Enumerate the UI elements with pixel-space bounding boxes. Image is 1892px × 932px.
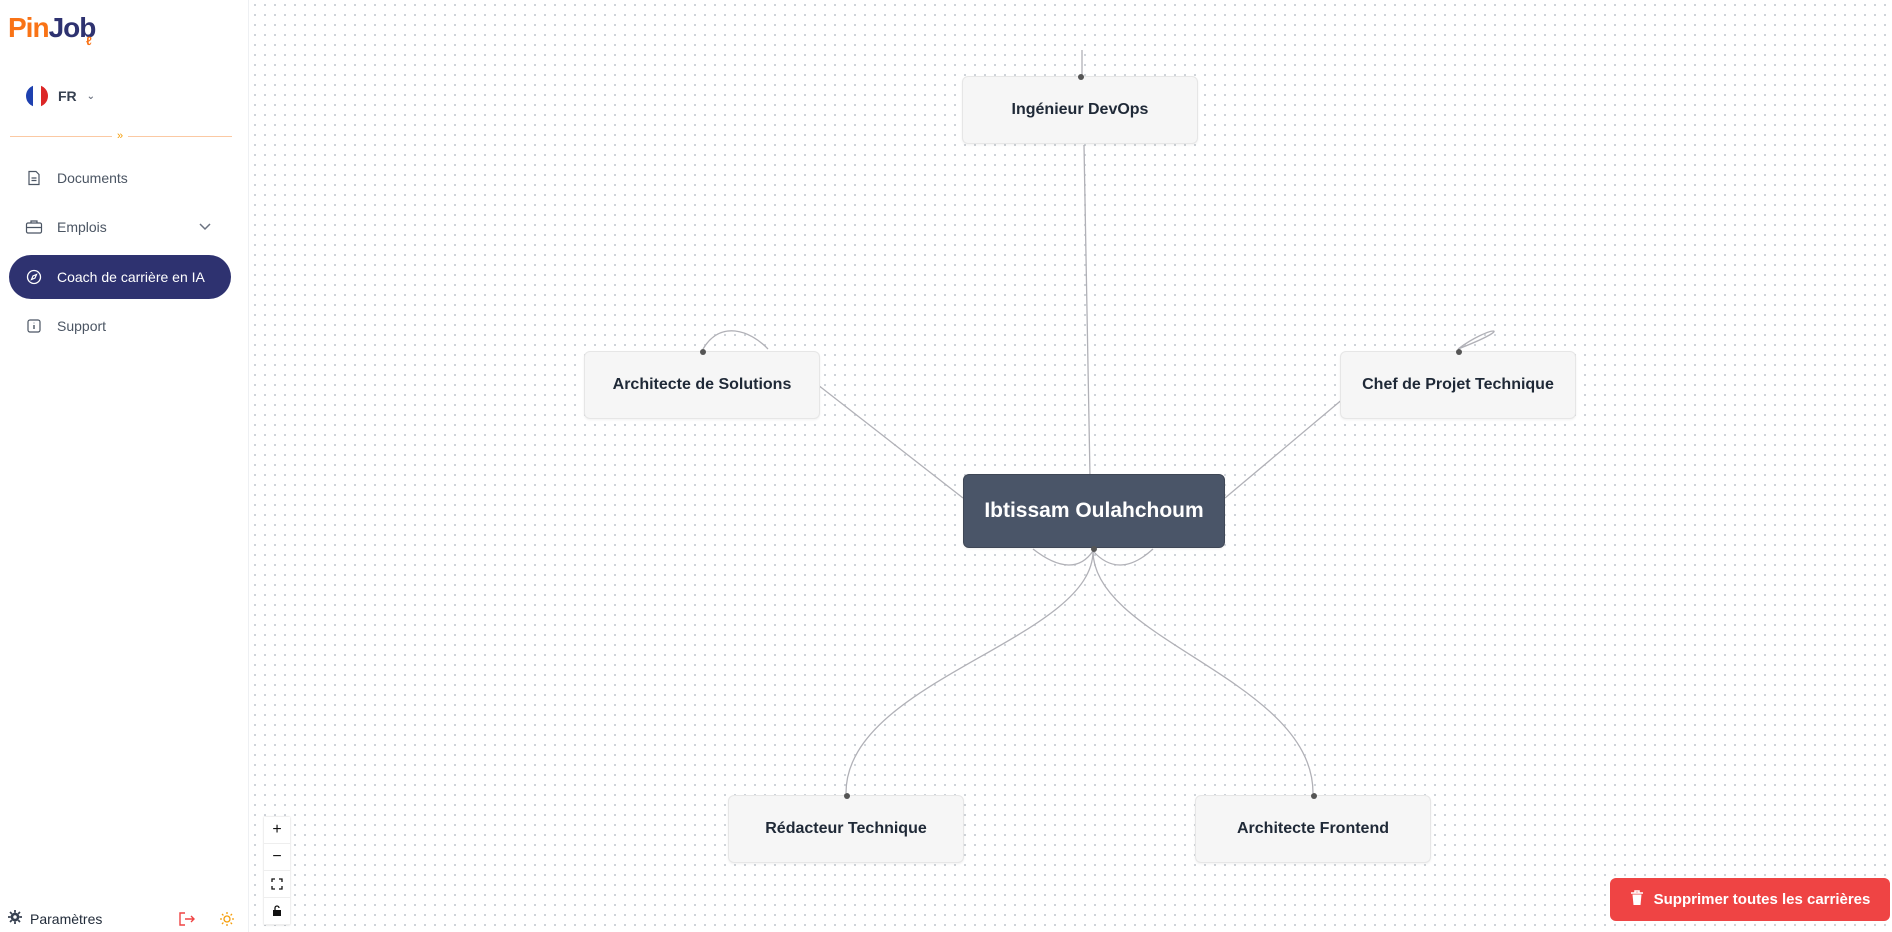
- sidebar-item-label: Emplois: [57, 219, 107, 235]
- chevron-down-icon[interactable]: [199, 220, 211, 234]
- career-node-label: Architecte Frontend: [1236, 820, 1389, 837]
- logo-pin-text: Pin: [8, 12, 50, 43]
- career-node-label: Chef de Projet Technique: [1362, 376, 1554, 393]
- zoom-out-icon[interactable]: −: [264, 844, 290, 871]
- sidebar-item-label: Documents: [57, 170, 128, 186]
- app-logo[interactable]: PinJob ℓ: [8, 12, 97, 48]
- zoom-controls: + −: [264, 817, 290, 925]
- profile-name: Ibtissam Oulahchoum: [984, 499, 1204, 522]
- profile-center-node[interactable]: Ibtissam Oulahchoum: [963, 474, 1225, 552]
- compass-icon: [25, 268, 43, 286]
- career-node-devops[interactable]: Ingénieur DevOps: [962, 74, 1198, 144]
- sidebar-item-documents[interactable]: Documents: [9, 156, 231, 200]
- sidebar-item-coach[interactable]: Coach de carrière en IA: [9, 255, 231, 299]
- settings-link[interactable]: Paramètres: [8, 910, 102, 927]
- node-handle[interactable]: [700, 349, 706, 355]
- chevron-down-icon: ⌄: [86, 90, 96, 102]
- language-code: FR: [58, 88, 77, 104]
- sidebar: PinJob ℓ FR ⌄ » Documents Emplois Coach …: [0, 0, 249, 932]
- node-handle[interactable]: [844, 793, 850, 799]
- edge-solutions-loop: [702, 330, 769, 350]
- edge-center-left: [1032, 548, 1094, 566]
- sidebar-item-label: Support: [57, 318, 107, 334]
- edge-redacteur: [845, 550, 1094, 794]
- edge-projet-loop: [1457, 330, 1495, 350]
- delete-all-label: Supprimer toutes les carrières: [1653, 891, 1871, 908]
- logo-swirl-icon: ℓ: [86, 34, 92, 48]
- career-node-label: Rédacteur Technique: [765, 820, 927, 837]
- document-icon: [25, 169, 43, 187]
- edge-solutions: [817, 384, 964, 499]
- career-node-projet[interactable]: Chef de Projet Technique: [1340, 349, 1576, 419]
- edge-projet: [1224, 397, 1345, 499]
- sidebar-item-label: Coach de carrière en IA: [57, 269, 205, 285]
- language-selector[interactable]: FR ⌄: [26, 85, 95, 107]
- edge-frontend: [1092, 550, 1314, 794]
- info-icon: [25, 317, 43, 335]
- node-handle[interactable]: [1456, 349, 1462, 355]
- career-node-solutions[interactable]: Architecte de Solutions: [584, 349, 820, 419]
- career-node-frontend[interactable]: Architecte Frontend: [1195, 793, 1431, 863]
- career-graph-canvas[interactable]: Ingénieur DevOps Architecte de Solutions…: [250, 0, 1892, 932]
- edge-devops: [1083, 144, 1091, 478]
- node-handle[interactable]: [1311, 793, 1317, 799]
- collapse-chevrons-icon[interactable]: »: [112, 128, 128, 144]
- graph-edges: [702, 50, 1495, 794]
- france-flag-icon: [26, 85, 48, 107]
- career-node-redacteur[interactable]: Rédacteur Technique: [728, 793, 964, 863]
- trash-icon: [1630, 889, 1644, 910]
- sidebar-item-support[interactable]: Support: [9, 304, 231, 348]
- delete-all-careers-button[interactable]: Supprimer toutes les carrières: [1610, 878, 1890, 921]
- logo-job-text: Job: [48, 12, 97, 43]
- edge-center-right: [1092, 548, 1154, 566]
- fit-view-icon[interactable]: [264, 871, 290, 898]
- zoom-in-icon[interactable]: +: [264, 817, 290, 844]
- career-node-label: Ingénieur DevOps: [1011, 101, 1149, 118]
- sidebar-item-emplois[interactable]: Emplois: [9, 205, 231, 249]
- gear-icon: [8, 910, 22, 927]
- node-handle[interactable]: [1091, 546, 1097, 552]
- node-handle[interactable]: [1078, 74, 1084, 80]
- settings-label: Paramètres: [30, 910, 103, 927]
- theme-toggle-sun-icon[interactable]: [219, 911, 235, 932]
- career-node-label: Architecte de Solutions: [612, 376, 792, 393]
- briefcase-icon: [25, 218, 43, 236]
- lock-icon[interactable]: [264, 898, 290, 925]
- logout-icon[interactable]: [178, 911, 196, 932]
